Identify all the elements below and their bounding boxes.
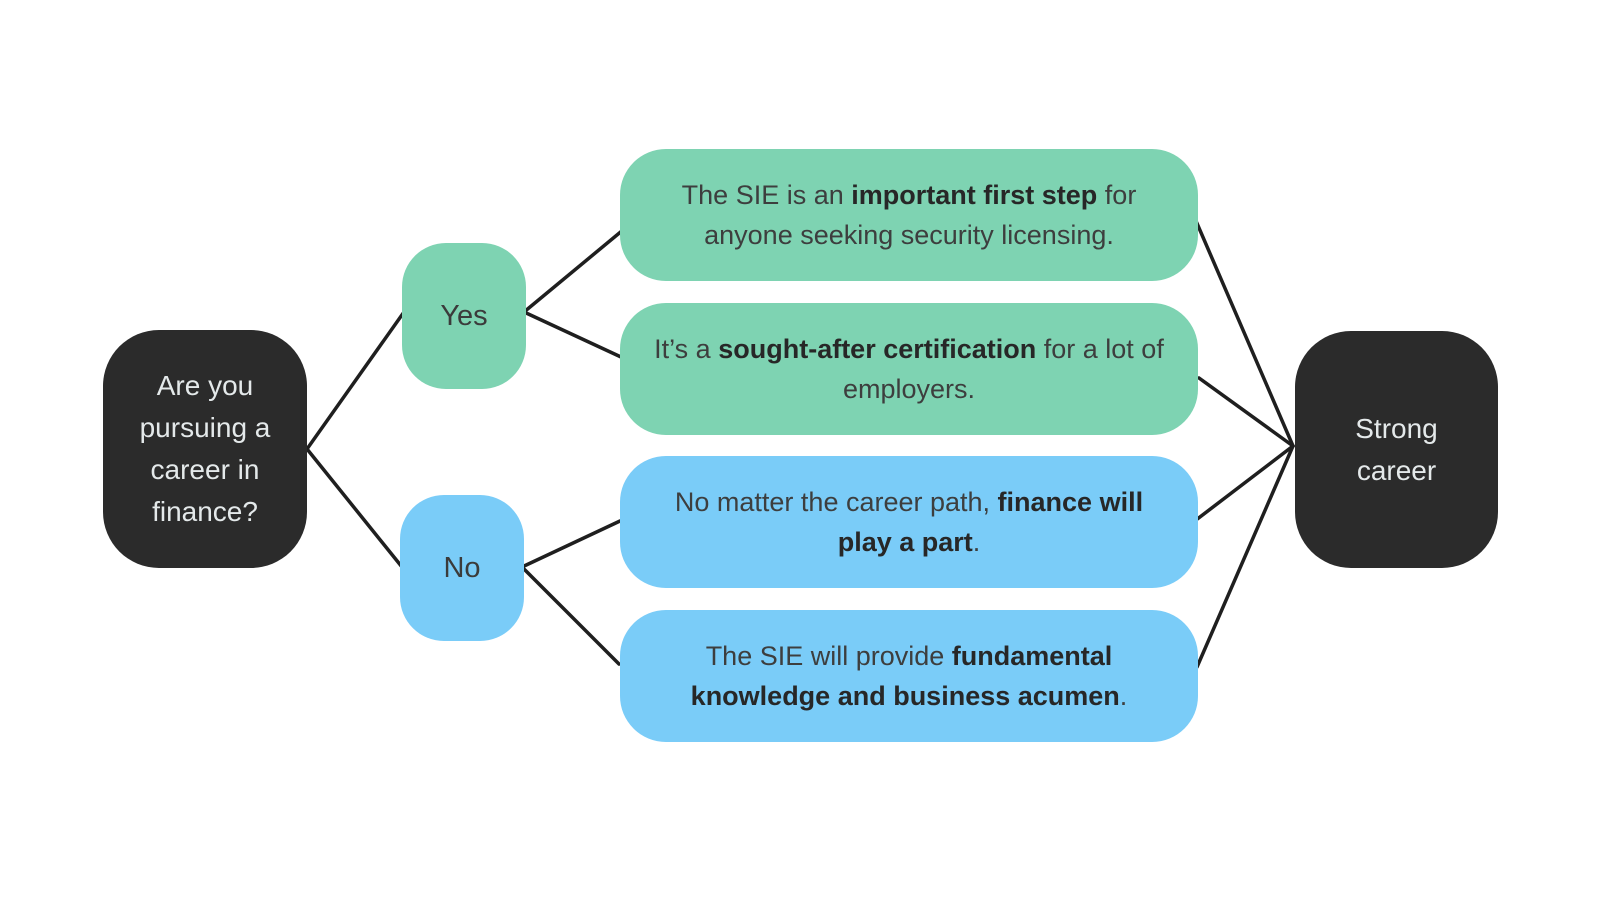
edge-no-card1 — [520, 519, 622, 569]
card-text-regular: No matter the career path, — [674, 487, 998, 517]
edge-card2-result — [1197, 376, 1295, 448]
edge-question-yes — [305, 310, 406, 451]
card-no-2-text: The SIE will provide fundamental knowled… — [653, 636, 1165, 716]
card-no-2: The SIE will provide fundamental knowled… — [620, 610, 1198, 742]
card-yes-2-text: It’s a sought-after certification for a … — [653, 329, 1165, 409]
yes-branch-node: Yes — [402, 243, 526, 389]
result-text: Strong career — [1355, 412, 1438, 486]
question-node: Are you pursuing a career in finance? — [103, 330, 307, 568]
no-branch-node: No — [400, 495, 524, 641]
edge-yes-card1 — [522, 228, 625, 314]
yes-label: Yes — [440, 299, 488, 332]
card-yes-1: The SIE is an important first step for a… — [620, 149, 1198, 281]
edge-question-no — [305, 447, 404, 569]
edge-no-card2 — [520, 565, 621, 666]
card-text-regular: It’s a — [654, 334, 719, 364]
card-text-regular: . — [972, 527, 981, 557]
card-text-regular: for a lot of employers. — [842, 334, 1164, 404]
edge-card4-result — [1195, 444, 1295, 669]
card-text-regular: for anyone seeking security licensing. — [704, 180, 1137, 250]
no-label: No — [443, 551, 481, 584]
result-node: Strong career — [1295, 331, 1498, 568]
card-yes-1-text: The SIE is an important first step for a… — [653, 175, 1165, 255]
card-text-regular: The SIE will provide — [705, 641, 952, 671]
card-text-bold: finance will play a part — [837, 487, 1144, 557]
card-no-1-text: No matter the career path, finance will … — [653, 482, 1165, 562]
card-text-bold: important first step — [851, 180, 1098, 210]
edge-card3-result — [1194, 444, 1295, 522]
edge-yes-card2 — [522, 310, 623, 359]
card-text-bold: sought-after certification — [718, 334, 1037, 364]
card-text-bold: fundamental knowledge and business acume… — [690, 641, 1120, 711]
card-text-regular: The SIE is an — [681, 180, 852, 210]
card-text-regular: . — [1119, 681, 1128, 711]
edge-card1-result — [1194, 219, 1295, 448]
card-no-1: No matter the career path, finance will … — [620, 456, 1198, 588]
question-text: Are you pursuing a career in finance? — [139, 370, 271, 527]
card-yes-2: It’s a sought-after certification for a … — [620, 303, 1198, 435]
